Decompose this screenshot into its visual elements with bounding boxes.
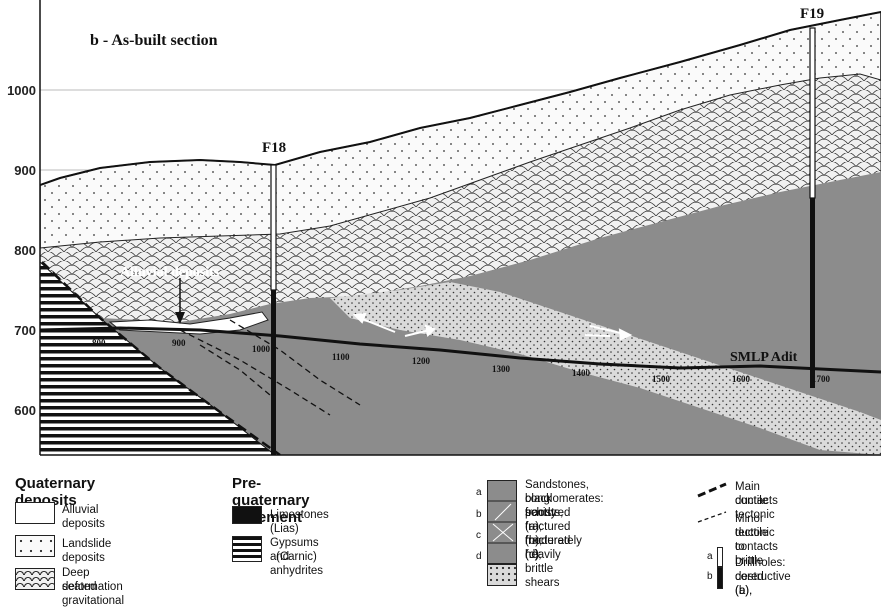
legend-sandstone-1: Sandstones, black schists,: [525, 479, 589, 519]
legend-sandstone-5: fractured (c); brittle shears: [525, 535, 571, 589]
swatch-limestone: [232, 506, 262, 524]
main-contact-symbol: [697, 482, 727, 498]
x-tick-1200: 1200: [412, 356, 431, 366]
x-tick-1100: 1100: [332, 352, 350, 362]
drillhole-f18: [270, 164, 277, 455]
legend-sandstone-4: fractured (b); heavily: [525, 521, 571, 561]
x-tick-1400: 1400: [572, 368, 591, 378]
legend-sandstone-6: (d): [525, 549, 540, 561]
shear-arrows: [352, 312, 633, 341]
brittle-shear-band: [330, 282, 881, 455]
x-tick-1500: 1500: [652, 374, 671, 384]
swatch-drillhole-destructive: [717, 547, 723, 567]
x-tick-900: 900: [172, 338, 186, 348]
label-alluvial: Alluvial deposits: [120, 265, 220, 280]
contacts-legend-symbols: [697, 482, 727, 523]
y-tick-1000: 1000: [7, 83, 36, 98]
y-tick-labels: 1000 900 800 700 600: [7, 83, 36, 418]
minor-contact-symbol: [697, 511, 727, 523]
y-tick-700: 700: [14, 323, 36, 338]
legend-limestone: Limestones (Lias): [270, 509, 329, 535]
swatch-drillhole-cored: [717, 567, 723, 589]
sandstone-label-c: c: [476, 530, 481, 541]
legend-gypsum-1: Gypsums and anhydrites: [270, 537, 324, 577]
legend-sandstone-2: conglomerates: poorly: [525, 493, 604, 519]
drillhole-label-a: a: [707, 551, 713, 562]
main-tectonic-contact: [41, 261, 281, 455]
y-tick-900: 900: [14, 163, 36, 178]
swatch-gypsum: [232, 536, 262, 562]
swatch-dsgd: [15, 568, 55, 590]
sandstone-label-d: d: [476, 551, 482, 562]
label-f18: F18: [262, 140, 286, 156]
sandstone-label-a: a: [476, 487, 482, 498]
alluvial-pointer: [175, 278, 185, 324]
drillhole-label-b: b: [707, 571, 713, 582]
legend-gypsum-2: (Carnic): [276, 551, 317, 563]
legend-sandstone-3: fractured (a); moderately: [525, 507, 582, 547]
y-tick-600: 600: [14, 403, 36, 418]
sandstone-swatch-fractures: [487, 500, 517, 544]
x-tick-1700: 1700: [812, 374, 831, 384]
legend-drillholes-2: cored (b).: [735, 571, 764, 597]
legend-dsgd-2: deformation: [62, 581, 123, 593]
legend-main-contact-1: Main ductile tectonic: [735, 481, 775, 521]
x-tick-1000: 1000: [252, 344, 271, 354]
geological-section: 1000 900 800 700 600 800 900 1000 1100 1…: [7, 0, 881, 456]
legend-minor-contact-1: Minor ductile to brittle: [735, 513, 769, 567]
drillhole-f19: [809, 27, 816, 388]
y-tick-800: 800: [14, 243, 36, 258]
smlp-adit: [40, 326, 881, 374]
label-adit: SMLP Adit: [730, 350, 798, 365]
x-tick-1600: 1600: [732, 374, 751, 384]
legend-alluvial: Alluvial deposits: [62, 504, 105, 530]
x-tick-labels: 800 900 1000 1100 1200 1300 1400 1500 16…: [92, 338, 831, 384]
ground-surface: [40, 11, 881, 186]
legend-landslide: Landslide deposits: [62, 538, 112, 564]
x-tick-800: 800: [92, 338, 106, 348]
swatch-sandstone-d: [487, 564, 517, 586]
legend-main-contact-2: contacts: [735, 495, 778, 507]
legend-drillholes-1: Drillholes: destructive (a),: [735, 557, 791, 597]
minor-tectonic-contacts: [179, 319, 361, 416]
figure-title: b - As-built section: [90, 32, 218, 49]
swatch-alluvial: [15, 502, 55, 524]
sandstone-label-b: b: [476, 509, 482, 520]
x-tick-1300: 1300: [492, 364, 511, 374]
swatch-landslide: [15, 535, 55, 557]
label-f19: F19: [800, 6, 824, 22]
legend-minor-contact-2: tectonic contacts: [735, 527, 778, 553]
